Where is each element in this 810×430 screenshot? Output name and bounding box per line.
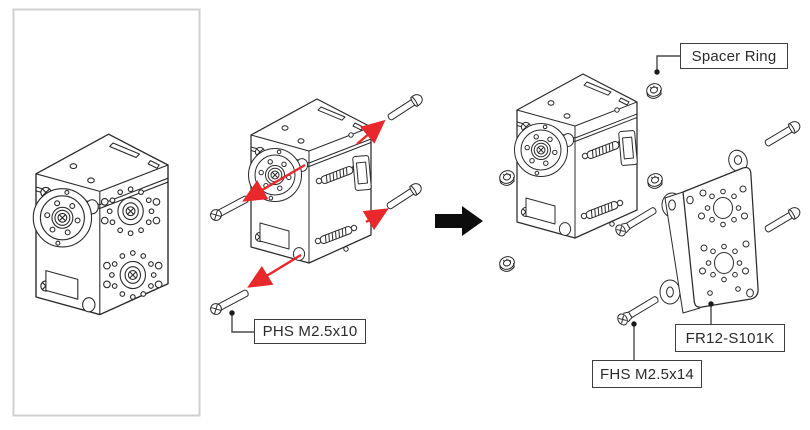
phs-screw	[385, 91, 425, 124]
callout-fhs-screw-label: FHS M2.5x14	[600, 365, 694, 383]
screw-direction-arrows	[242, 119, 389, 288]
callout-phs-screw: PHS M2.5x10	[254, 319, 366, 344]
callout-spacer-ring: Spacer Ring	[680, 43, 788, 69]
next-step-arrow-icon	[435, 206, 483, 236]
phs-screw	[384, 180, 424, 213]
actuator-step2-drawing	[515, 74, 638, 238]
frame-fr12-s101k-drawing	[659, 149, 759, 314]
spacer-ring	[497, 168, 517, 186]
frame-screw	[762, 204, 803, 236]
callout-phs-screw-label: PHS M2.5x10	[262, 323, 358, 340]
frame-hole-pattern-top	[698, 185, 748, 228]
phs-screw	[208, 286, 251, 317]
spacer-ring	[645, 171, 665, 189]
callout-spacer-ring-label: Spacer Ring	[691, 47, 777, 65]
callout-fhs-screw: FHS M2.5x14	[592, 360, 702, 388]
base-actuator-panel-frame	[12, 8, 201, 417]
actuator-base-drawing	[33, 134, 168, 314]
callout-frame-label: FR12-S101K	[685, 329, 775, 347]
spacer-ring	[497, 254, 517, 272]
callout-leaders	[229, 55, 714, 360]
frame-screw	[762, 118, 803, 150]
fhs-screw	[615, 293, 661, 328]
spacer-ring	[644, 81, 664, 99]
actuator-step1-drawing	[249, 99, 372, 263]
callout-frame: FR12-S101K	[675, 324, 785, 352]
phs-screw	[208, 192, 251, 223]
frame-hole-pattern-bottom	[699, 240, 750, 296]
